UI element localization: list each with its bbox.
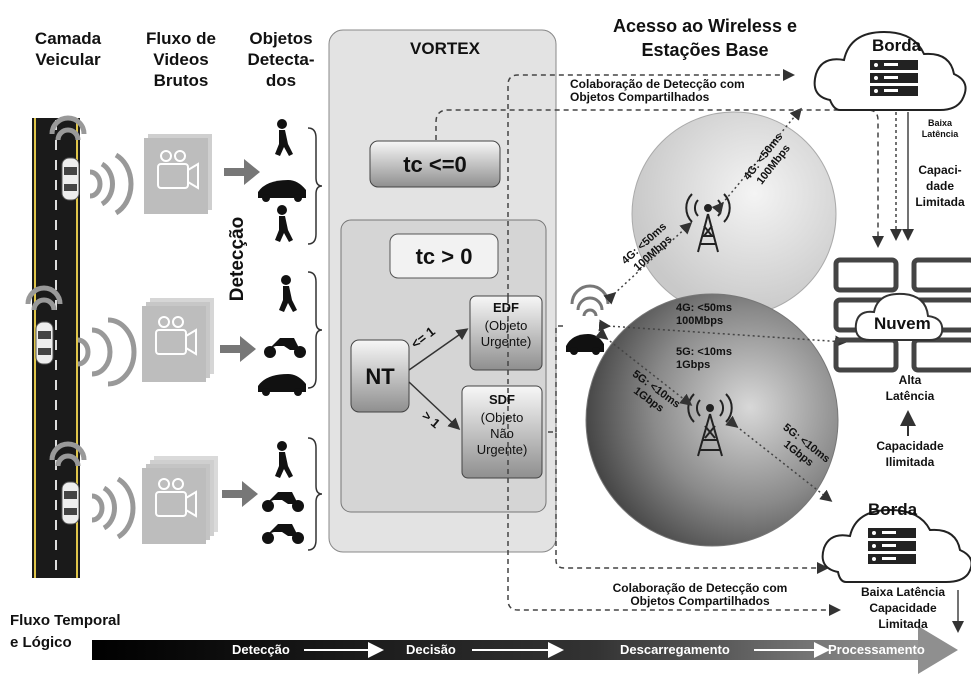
detected-objects-icons (258, 119, 306, 544)
timeline-stage-processing: Processamento (828, 642, 925, 657)
tc-gt-0-label: tc > 0 (415, 244, 473, 269)
sdf-title: SDF (489, 392, 515, 407)
edf-description: (Objeto Urgente) (480, 318, 532, 349)
link-label-5g-middle: 5G: <10ms 1Gbps (676, 346, 732, 371)
header-raw-video: Fluxo de Videos Brutos (146, 29, 216, 90)
cloud-latency: Alta Latência (885, 373, 935, 403)
tc-le-0-label: tc <=0 (403, 152, 467, 177)
link-label-4g-middle: 4G: <50ms 100Mbps (676, 302, 732, 327)
video-stack-2 (142, 298, 214, 382)
header-detected-objects: Objetos Detecta- dos (247, 29, 315, 90)
object-braces (307, 127, 323, 551)
wireless-links (595, 107, 847, 502)
tc-gt-0-box (389, 233, 499, 279)
vehicle-1 (61, 157, 80, 201)
4g-coverage-area (631, 111, 837, 317)
edge-top-title: Borda (872, 36, 922, 55)
vehicle-2 (35, 321, 54, 365)
edge-bottom-title: Borda (868, 500, 918, 519)
sdf-description: (Objeto Não Urgente) (476, 410, 528, 457)
edf-box (469, 295, 543, 371)
video-stack-3 (142, 456, 218, 544)
header-vortex: VORTEX (410, 39, 480, 58)
connected-vehicle (566, 284, 610, 355)
timeline-stage-offloading: Descarregamento (620, 642, 730, 657)
nt-label: NT (365, 364, 395, 389)
video-stack-1 (144, 134, 212, 214)
sdf-box (461, 385, 543, 479)
detection-vertical-label: Detecção (227, 216, 248, 302)
edge-top-latency: Baixa Latência (921, 118, 959, 139)
vehicle-3 (61, 481, 80, 525)
timeline-bar (92, 626, 958, 674)
collab-top-label: Colaboração de Detecção com Objetos Comp… (570, 77, 745, 104)
edge-top-arrows (890, 112, 914, 241)
cloud-capacity: Capacidade Ilimitada (876, 439, 944, 469)
detection-arrows (220, 159, 260, 507)
vehicle-wifi-signals (25, 115, 137, 540)
timeline-label: Fluxo Temporal e Lógico (10, 612, 121, 651)
edge-server-bottom (821, 508, 971, 583)
cloud-datacenter (833, 257, 971, 373)
nt-box (350, 339, 410, 413)
timeline-stage-detection: Detecção (232, 642, 290, 657)
edge-server-top (813, 30, 967, 111)
header-vehicle-layer: Camada Veicular (34, 29, 102, 69)
collab-bottom-label: Colaboração de Detecção com Objetos Comp… (612, 581, 788, 608)
edge-bottom-latency: Baixa Latência Capacidade Limitada (860, 585, 946, 631)
nt-arrows (408, 328, 469, 431)
header-wireless-access: Acesso ao Wireless e Estações Base (613, 16, 797, 60)
timeline-stage-decision: Decisão (406, 642, 456, 657)
tc-le-0-box (369, 140, 501, 188)
edf-title: EDF (493, 300, 519, 315)
cloud-title: Nuvem (874, 314, 931, 333)
edge-top-capacity: Capaci- dade Limitada (915, 163, 965, 209)
collaboration-paths (435, 69, 884, 616)
5g-tower (687, 393, 733, 457)
